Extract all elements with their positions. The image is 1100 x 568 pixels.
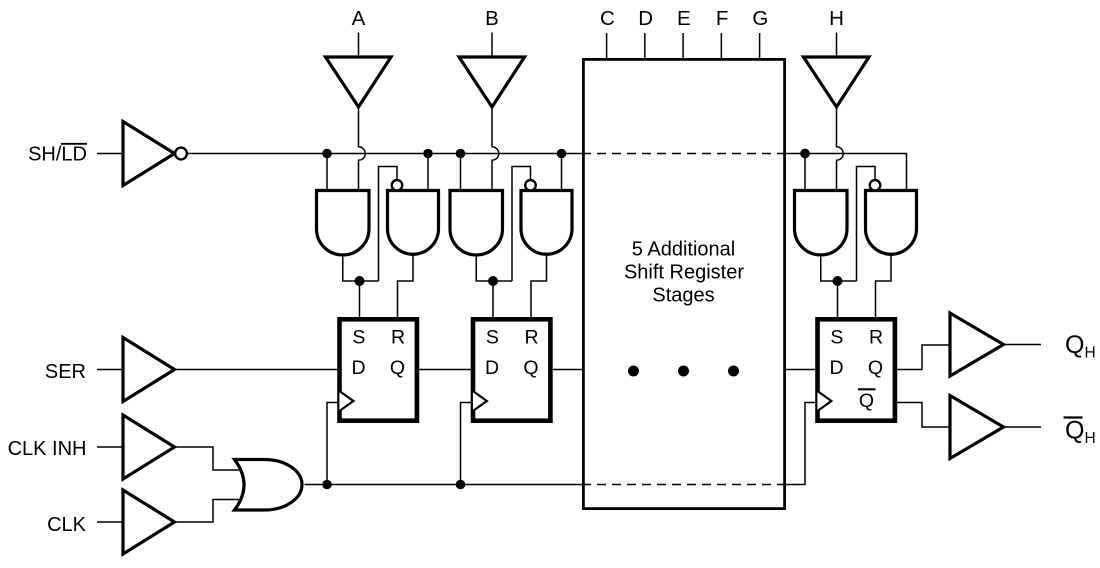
svg-text:D: D bbox=[638, 7, 653, 30]
svg-text:S: S bbox=[352, 327, 365, 349]
svg-text:H: H bbox=[1085, 430, 1096, 447]
svg-text:R: R bbox=[524, 327, 538, 349]
svg-text:F: F bbox=[716, 7, 729, 30]
svg-text:G: G bbox=[752, 7, 768, 30]
svg-text:S: S bbox=[486, 327, 499, 349]
svg-text:Stages: Stages bbox=[652, 285, 714, 307]
svg-text:Q: Q bbox=[1065, 331, 1084, 359]
svg-text:C: C bbox=[600, 7, 615, 30]
svg-text:A: A bbox=[352, 7, 366, 30]
svg-text:Q: Q bbox=[859, 390, 874, 412]
svg-text:D: D bbox=[485, 357, 499, 379]
svg-text:E: E bbox=[677, 7, 691, 30]
svg-text:Q: Q bbox=[390, 357, 405, 379]
svg-text:H: H bbox=[1085, 345, 1096, 362]
svg-text:S: S bbox=[830, 327, 843, 349]
svg-text:D: D bbox=[351, 357, 365, 379]
svg-text:CLK: CLK bbox=[47, 514, 87, 536]
svg-text:5 Additional: 5 Additional bbox=[632, 239, 735, 261]
svg-text:D: D bbox=[829, 357, 843, 379]
svg-text:Q: Q bbox=[523, 357, 538, 379]
svg-text:Shift Register: Shift Register bbox=[624, 262, 744, 284]
svg-text:Q: Q bbox=[868, 357, 883, 379]
svg-text:R: R bbox=[869, 327, 883, 349]
svg-text:SER: SER bbox=[45, 361, 86, 383]
svg-text:B: B bbox=[485, 7, 499, 30]
svg-text:R: R bbox=[391, 327, 405, 349]
svg-text:CLK INH: CLK INH bbox=[8, 438, 87, 460]
svg-text:SH/LD: SH/LD bbox=[28, 144, 87, 166]
svg-text:Q: Q bbox=[1065, 417, 1084, 445]
svg-text:H: H bbox=[829, 7, 844, 30]
